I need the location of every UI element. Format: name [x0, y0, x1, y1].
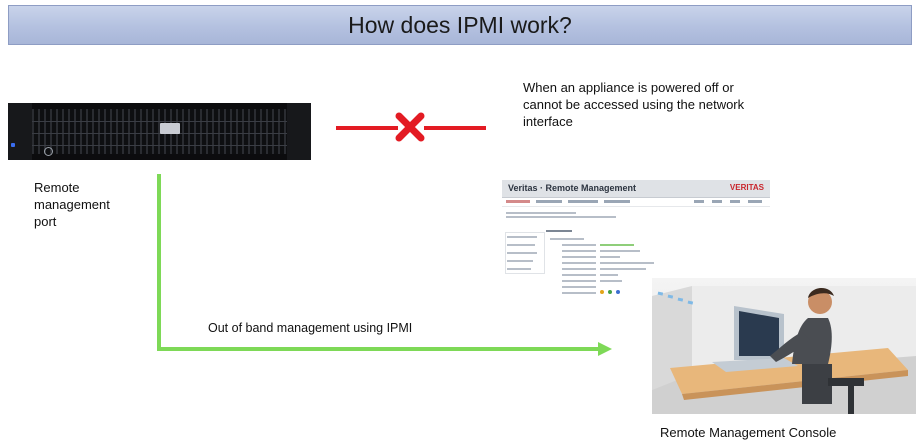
blocked-x-icon [395, 112, 425, 142]
web-console-screenshot: Veritas · Remote Management VERITAS [502, 180, 770, 298]
console-label: Remote Management Console [660, 425, 837, 440]
ipmi-arrow-label: Out of band management using IPMI [208, 321, 413, 335]
server-appliance-image [8, 103, 311, 160]
powered-off-note: When an appliance is powered off or cann… [523, 80, 745, 129]
person-at-laptop-image [652, 278, 916, 414]
blocked-connection-left [336, 126, 398, 130]
web-console-brand: VERITAS [729, 183, 764, 192]
ipmi-arrow [157, 174, 612, 356]
appliance-label: Remote management port [34, 180, 110, 229]
power-button-icon [44, 147, 53, 156]
diagram-title: How does IPMI work? [8, 5, 912, 45]
blocked-connection-right [424, 126, 486, 130]
vendor-badge [160, 123, 180, 134]
web-console-title: Veritas · Remote Management [508, 183, 637, 193]
status-led [11, 143, 15, 147]
